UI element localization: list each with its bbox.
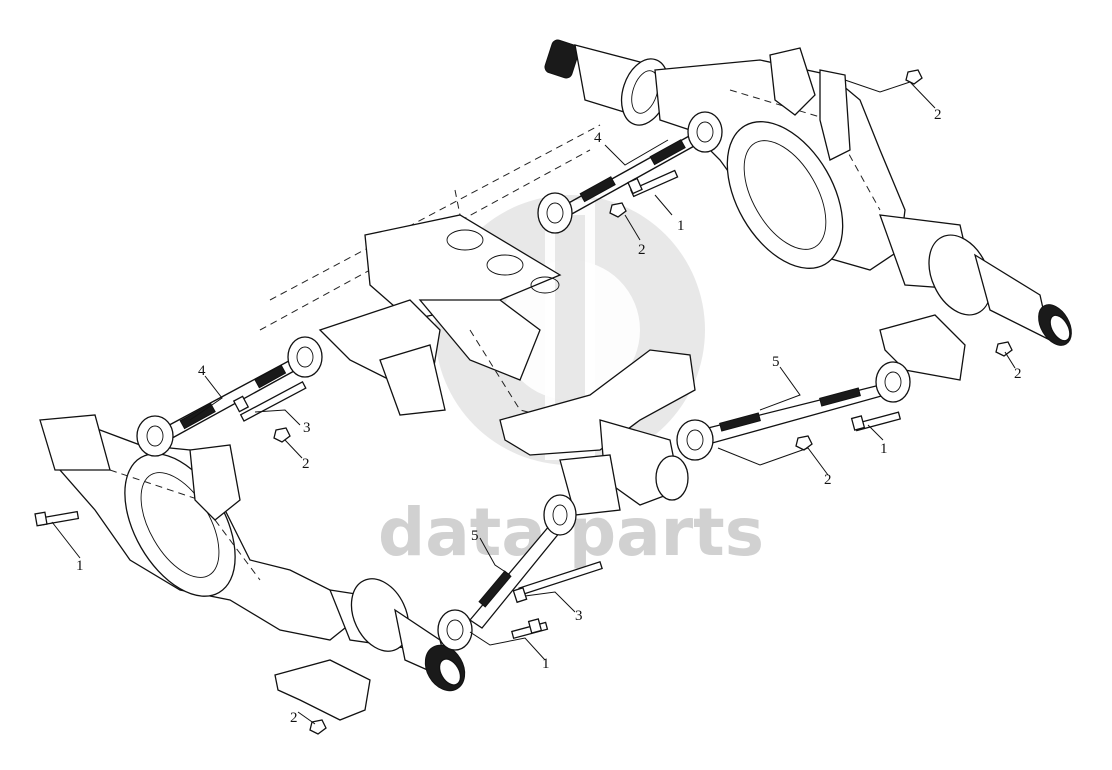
lower-axle bbox=[39, 414, 466, 721]
callout-2-top-right: 2 bbox=[934, 107, 942, 123]
callout-4-upper: 4 bbox=[594, 130, 602, 146]
nut-2-left bbox=[273, 427, 291, 443]
bolt-3-upper-left bbox=[232, 381, 307, 422]
torque-rod-lower-right bbox=[676, 361, 911, 461]
torque-rod-upper-left bbox=[136, 336, 323, 457]
nut-2-right bbox=[995, 341, 1013, 357]
callout-1-lower: 1 bbox=[542, 656, 550, 672]
nut-2-upper bbox=[609, 202, 627, 218]
bolt-1-left bbox=[34, 510, 80, 527]
bolt-3-lower bbox=[512, 561, 603, 604]
callout-1-right: 1 bbox=[880, 441, 888, 457]
callout-2-upper: 2 bbox=[638, 242, 646, 258]
callout-5-right: 5 bbox=[772, 354, 780, 370]
torque-rod-upper-right bbox=[537, 111, 723, 234]
callout-2-right: 2 bbox=[1014, 366, 1022, 382]
callout-3-left: 3 bbox=[303, 420, 311, 436]
bolt-1-right bbox=[850, 411, 902, 432]
leader-lines bbox=[51, 79, 1016, 725]
frame-crossmember bbox=[259, 124, 696, 516]
torque-rod-lower-left bbox=[437, 494, 577, 651]
nut-2-top-right bbox=[905, 69, 923, 85]
callout-5-left: 5 bbox=[471, 528, 479, 544]
callout-2-center-right: 2 bbox=[824, 472, 832, 488]
bolt-1-upper bbox=[627, 169, 679, 198]
callout-1-left: 1 bbox=[76, 558, 84, 574]
upper-axle bbox=[544, 39, 1072, 381]
bolt-1-lower bbox=[511, 618, 549, 640]
callout-2-left: 2 bbox=[302, 456, 310, 472]
callout-4-left: 4 bbox=[198, 363, 206, 379]
nut-2-center-right bbox=[795, 435, 813, 451]
callout-2-bottom: 2 bbox=[290, 710, 298, 726]
callout-3-lower: 3 bbox=[575, 608, 583, 624]
callout-1-upper: 1 bbox=[677, 218, 685, 234]
